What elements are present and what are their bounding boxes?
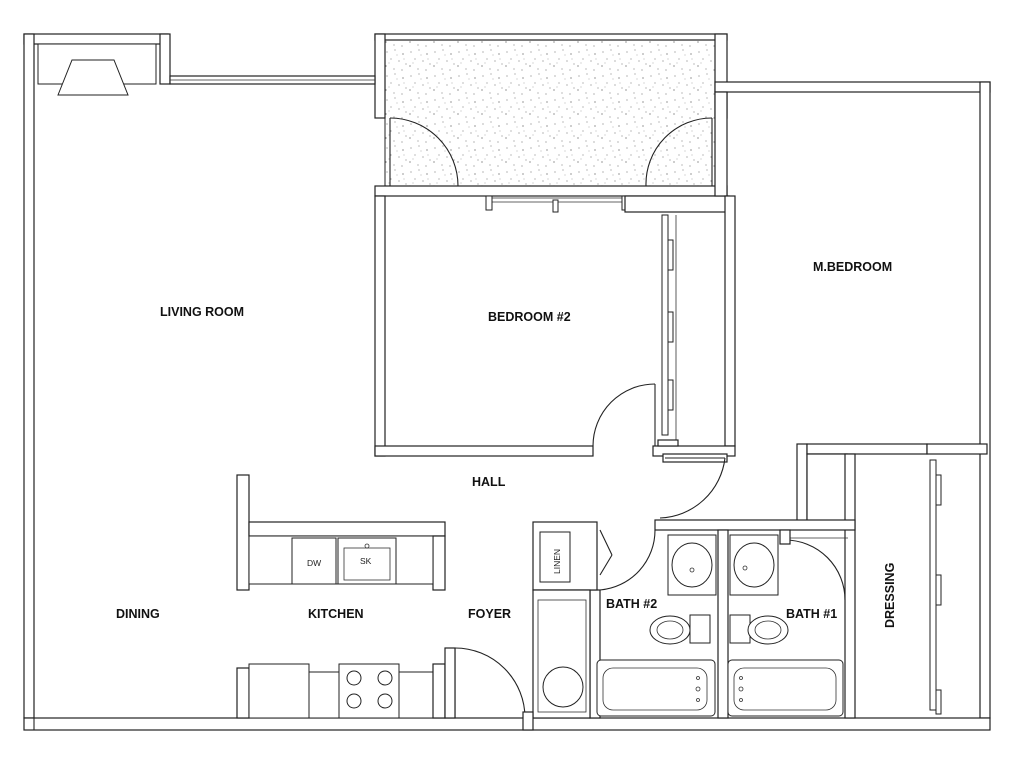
linen-label: LINEN (552, 549, 562, 574)
bedroom2-walls (374, 195, 736, 457)
room-label-bath1: BATH #1 (786, 607, 837, 621)
room-label-kitchen: KITCHEN (308, 607, 364, 621)
room-label-foyer: FOYER (468, 607, 511, 621)
kitchen-counters: DW SK (236, 474, 446, 719)
bedroom2-door (592, 383, 656, 447)
bath1-fixtures (727, 534, 844, 717)
balcony-rail-top (374, 33, 728, 41)
entry-door (444, 647, 534, 731)
room-label-master-bedroom: M.BEDROOM (813, 260, 892, 274)
room-label-bath2: BATH #2 (606, 597, 657, 611)
room-label-dining: DINING (116, 607, 160, 621)
balcony-floor (384, 39, 716, 191)
room-label-hall: HALL (472, 475, 506, 489)
balcony-rail-left (374, 33, 386, 119)
room-label-dressing: DRESSING (883, 563, 897, 628)
sink-label: SK (360, 556, 372, 566)
water-heater-closet (532, 589, 591, 719)
room-label-living-room: LIVING ROOM (160, 305, 244, 319)
balcony-slider (374, 185, 730, 457)
dressing-walls (784, 443, 988, 719)
fireplace (37, 43, 157, 96)
master-bedroom-door (659, 453, 728, 519)
linen-closet: LINEN (532, 521, 598, 591)
balcony-doors (389, 91, 728, 197)
bath2-door (599, 529, 656, 591)
exterior-walls (23, 33, 991, 731)
room-label-bedroom2: BEDROOM #2 (488, 310, 571, 324)
bath2-fixtures (596, 534, 717, 717)
dishwasher-label: DW (307, 558, 321, 568)
